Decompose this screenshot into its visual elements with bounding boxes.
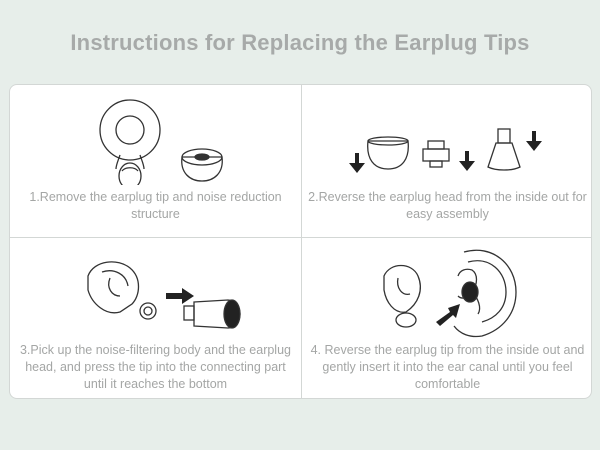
instructions-grid: 1.Remove the earplug tip and noise reduc… bbox=[9, 84, 592, 399]
down-arrow-icon bbox=[459, 151, 475, 171]
right-arrow-icon bbox=[436, 304, 460, 326]
tip-press-icon bbox=[87, 261, 241, 329]
tip-reversal-icon bbox=[349, 128, 542, 173]
down-arrow-icon bbox=[526, 131, 542, 151]
step-1-panel: 1.Remove the earplug tip and noise reduc… bbox=[10, 85, 301, 237]
step-2-panel: 2.Reverse the earplug head from the insi… bbox=[302, 85, 591, 237]
step-3-panel: 3.Pick up the noise-filtering body and t… bbox=[10, 238, 301, 398]
step-3-caption: 3.Pick up the noise-filtering body and t… bbox=[19, 343, 291, 391]
ear-insert-icon bbox=[383, 249, 517, 338]
down-arrow-icon bbox=[349, 153, 365, 173]
earplug-removal-icon bbox=[99, 99, 223, 185]
step-4-panel: 4. Reverse the earplug tip from the insi… bbox=[302, 238, 591, 398]
step-2-caption: 2.Reverse the earplug head from the insi… bbox=[308, 190, 587, 221]
grid-divider-horizontal bbox=[10, 237, 591, 238]
step-1-caption: 1.Remove the earplug tip and noise reduc… bbox=[29, 190, 282, 221]
step-4-caption: 4. Reverse the earplug tip from the insi… bbox=[310, 343, 585, 391]
page-title: Instructions for Replacing the Earplug T… bbox=[70, 30, 530, 55]
grid-divider-vertical bbox=[301, 85, 302, 398]
right-arrow-icon bbox=[166, 288, 194, 304]
